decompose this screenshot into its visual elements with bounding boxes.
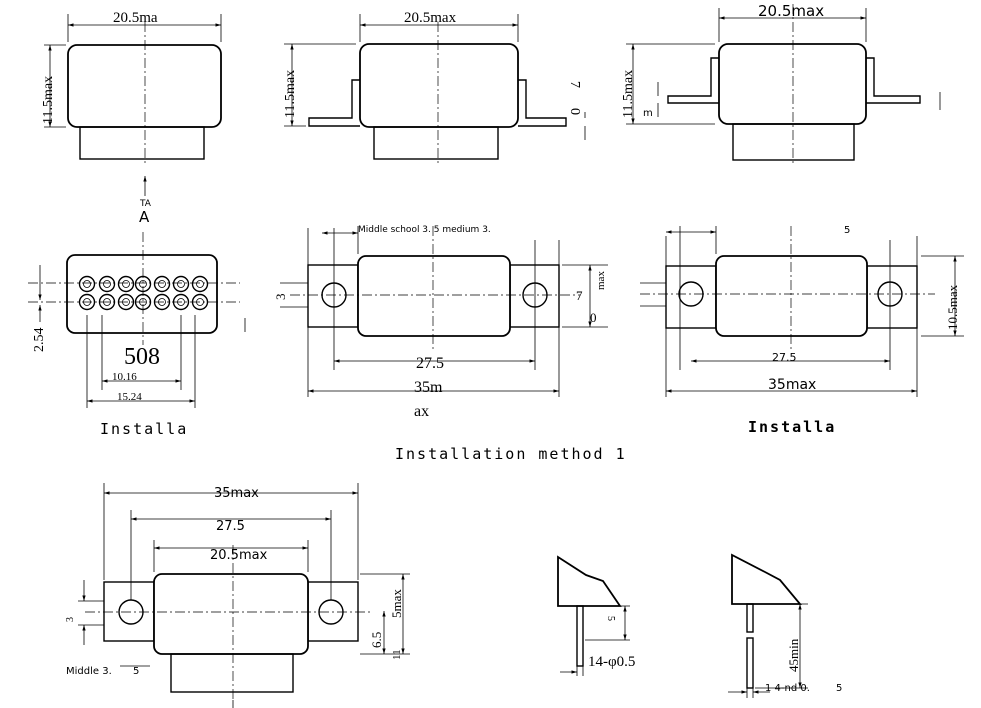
pin-detail-b: 45min 1 4-nd 0. 5	[728, 553, 842, 698]
top-mid-right-label-c: 0	[590, 310, 597, 325]
pin-contact-inner	[177, 298, 185, 306]
pin-contact-inner	[83, 280, 91, 288]
front-right-m-label: m	[643, 108, 653, 119]
pin-b-note-b: 5	[836, 683, 842, 694]
installation-method-caption: Installation method 1	[395, 445, 627, 463]
top-right-top-label: 5	[844, 225, 850, 236]
top-right-caption: Installa	[748, 418, 836, 436]
top-mid-note: Middle school 3. 5 medium 3.	[358, 225, 491, 235]
top-right-outer-label: 35max	[768, 377, 816, 393]
pin-a-label: 14-φ0.5	[588, 654, 635, 670]
pin-big-label: 508	[124, 344, 160, 370]
view-arrow-label-top: TA	[139, 199, 152, 209]
top-right-height-label: 10.5max	[945, 284, 960, 330]
top-right-inner-label: 27.5	[772, 351, 797, 364]
pin-contact-inner	[83, 298, 91, 306]
pin-detail-a: 5 14-φ0.5	[557, 555, 635, 676]
pin-contact-inner	[122, 280, 130, 288]
pin-dim-b-label: 15.24	[117, 391, 142, 403]
pin-contact	[78, 275, 96, 293]
front-mid-side-label-a: 7	[567, 81, 582, 88]
front-right-height-label: 11.5max	[621, 70, 636, 118]
pin-contact-inner	[196, 298, 204, 306]
pin-grid	[78, 275, 209, 311]
bottom-height-label-b: 6.5	[369, 632, 384, 648]
pin-a-length-label: 5	[605, 616, 616, 621]
bottom-width-label: 20.5max	[210, 548, 268, 563]
pin-contact	[78, 293, 96, 311]
pin-contact	[117, 293, 135, 311]
view-arrow-label: A	[139, 208, 150, 226]
pin-contact	[117, 275, 135, 293]
front-right-width-label: 20.5max	[758, 2, 824, 20]
front-left-width-label: 20.5ma	[113, 10, 158, 26]
top-view-right: 5 10.5max 27.5 35max Installa	[640, 225, 964, 436]
pin-contact	[172, 293, 190, 311]
front-mid-side-label-b: 0	[567, 108, 582, 115]
pin-contact-inner	[139, 298, 147, 306]
pin-contact	[191, 275, 209, 293]
pin-contact-inner	[177, 280, 185, 288]
bottom-left-top-view: 35max 27.5 20.5max 5max 6.5 11 3 Middle …	[65, 483, 410, 708]
top-mid-right-label-a: max	[595, 271, 607, 290]
bottom-left-label: 3	[65, 617, 76, 622]
pin-view: 2.54 508 10.16 15.24 Installa	[28, 232, 246, 438]
front-view-middle: 20.5max 11.5max 7 0	[283, 10, 586, 165]
pin-dim-a-label: 10.16	[112, 371, 137, 383]
bottom-outer-label: 35max	[214, 486, 259, 501]
pin-contact	[191, 293, 209, 311]
pin-contact	[153, 293, 171, 311]
bottom-height-label-a: 5max	[389, 589, 404, 618]
pin-contact-inner	[196, 280, 204, 288]
pin-contact-inner	[139, 280, 147, 288]
pin-contact	[98, 293, 116, 311]
pin-contact	[134, 275, 152, 293]
bottom-note: Middle 3.	[66, 666, 112, 677]
top-mid-outer-label: 35m	[414, 379, 443, 396]
top-mid-left-label: 3	[273, 294, 288, 301]
top-mid-inner-label: 27.5	[416, 355, 444, 372]
pin-contact-inner	[158, 280, 166, 288]
pin-pitch-label: 2.54	[32, 328, 47, 353]
pin-contact-inner	[103, 298, 111, 306]
pin-contact-inner	[122, 298, 130, 306]
top-mid-outer-label-cont: ax	[414, 403, 429, 420]
top-mid-right-label-b: 7	[576, 288, 583, 303]
pin-contact	[172, 275, 190, 293]
pin-b-length-label: 45min	[786, 638, 801, 672]
front-view-left: 20.5ma 11.5max TA A	[41, 10, 222, 226]
pin-b-note: 1 4-nd 0.	[765, 683, 810, 694]
front-view-right: 20.5max 11.5max m	[621, 2, 941, 165]
pin-contact	[98, 275, 116, 293]
pin-contact-inner	[103, 280, 111, 288]
bottom-note-b: 5	[133, 666, 139, 677]
front-left-height-label: 11.5max	[41, 76, 56, 124]
pin-view-caption: Installa	[100, 420, 188, 438]
front-mid-height-label: 11.5max	[283, 70, 298, 118]
top-view-middle: Middle school 3. 5 medium 3. 3 max 7 0 2…	[273, 225, 627, 463]
pin-contact	[153, 275, 171, 293]
pin-contact	[134, 293, 152, 311]
front-mid-width-label: 20.5max	[404, 10, 457, 26]
pin-contact-inner	[158, 298, 166, 306]
bottom-height-label-c: 11	[391, 649, 403, 660]
bottom-inner-label: 27.5	[216, 519, 245, 534]
